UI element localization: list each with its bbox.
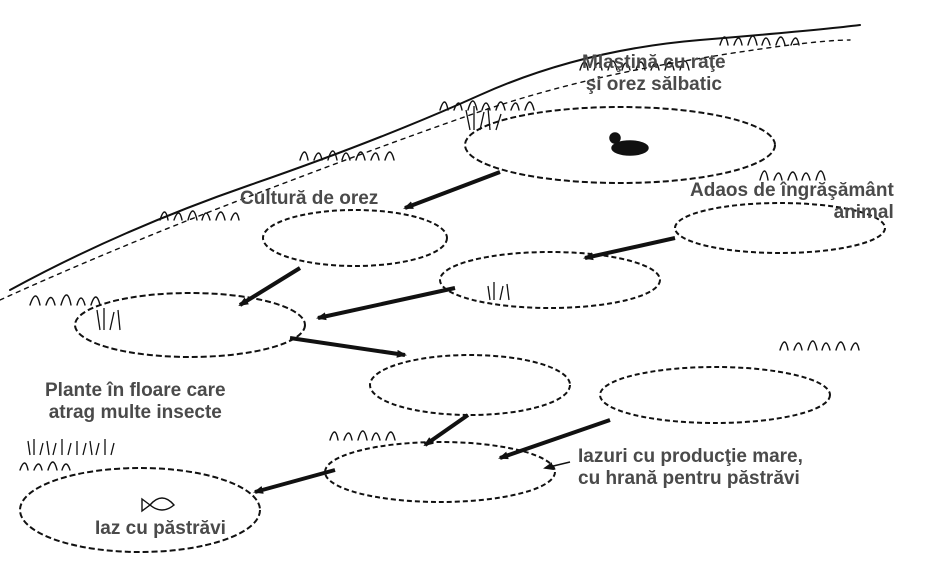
arrow-rice-to-large — [238, 266, 302, 307]
arrow-center-to-lower — [423, 413, 470, 447]
arrow-right-to-lower — [498, 418, 611, 460]
center-pond — [369, 354, 571, 416]
label-rice: Cultură de orez — [240, 188, 379, 209]
pointer-line-ponds — [543, 461, 571, 471]
label-fertilizer: Adaos de îngrăşământ animal — [690, 180, 894, 223]
arrow-fertilizer-to-middle — [583, 236, 676, 261]
fertilizer-pond — [674, 202, 886, 254]
large-left-pond — [74, 292, 306, 358]
label-swamp: Mlaştină cu raţe şi orez sălbatic — [582, 52, 726, 95]
lower-mid-pond — [324, 441, 556, 503]
reed-clumps — [27, 106, 510, 456]
arrow-swamp-to-rice — [403, 170, 501, 210]
duck-icon — [609, 132, 649, 156]
arrow-large-to-center — [289, 336, 407, 358]
flow-arrows — [238, 170, 676, 494]
trout-fish-icon — [141, 497, 175, 513]
middle-pond — [439, 251, 661, 309]
arrow-lower-to-trout — [253, 468, 336, 494]
label-trout: Iaz cu păstrăvi — [95, 518, 226, 539]
label-plants: Plante în floare care atrag multe insect… — [45, 380, 226, 423]
arrow-middle-to-large — [316, 286, 456, 321]
ponds — [19, 106, 886, 553]
rice-field-pond — [262, 209, 448, 267]
trout-pond — [19, 467, 261, 553]
grass-hillside — [0, 24, 861, 471]
right-production-pond — [599, 366, 831, 424]
label-ponds: Iazuri cu producţie mare, cu hrană pentr… — [578, 446, 803, 489]
